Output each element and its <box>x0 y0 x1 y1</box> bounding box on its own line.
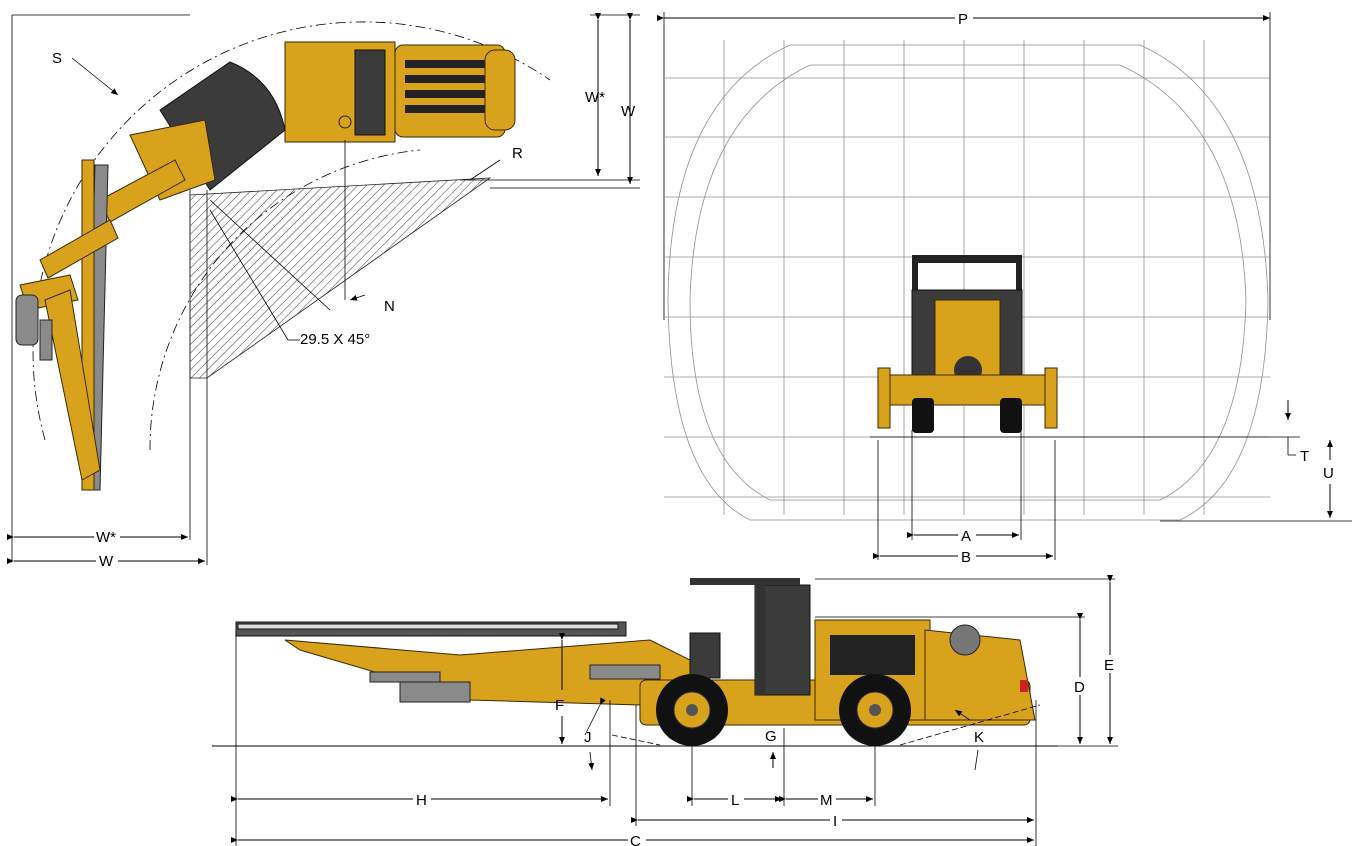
label-w-right: W <box>621 103 636 120</box>
label-a: A <box>961 528 971 545</box>
label-m: M <box>820 792 833 809</box>
annotation-angle: 29.5 X 45° <box>300 331 370 348</box>
label-h: H <box>416 792 427 809</box>
label-u: U <box>1323 465 1334 482</box>
tunnel-grid <box>664 40 1270 515</box>
machine-front <box>877 255 1058 433</box>
label-i: I <box>833 813 837 830</box>
label-k: K <box>974 729 984 746</box>
label-d: D <box>1074 679 1085 696</box>
wheels <box>656 674 911 746</box>
label-w-star-right: W* <box>585 89 605 106</box>
label-g: G <box>765 728 777 745</box>
label-j: J <box>584 729 592 746</box>
top-view: W* W W* W S R N 29.5 X 45° <box>7 13 640 570</box>
front-view: P <box>657 9 1352 566</box>
label-e: E <box>1104 657 1114 674</box>
label-s: S <box>52 50 62 67</box>
label-w-star-bottom: W* <box>96 529 116 546</box>
label-b: B <box>961 549 971 566</box>
carrier-top <box>284 41 516 143</box>
boom-top <box>15 119 216 491</box>
label-c: C <box>630 833 641 846</box>
label-p: P <box>958 11 968 28</box>
label-w-bottom: W <box>99 553 114 570</box>
label-r: R <box>512 145 523 162</box>
label-n: N <box>384 298 395 315</box>
label-l: L <box>731 792 739 809</box>
side-view: H L M I C D E F J G <box>212 575 1120 846</box>
label-f: F <box>555 697 564 714</box>
label-t: T <box>1300 448 1309 465</box>
